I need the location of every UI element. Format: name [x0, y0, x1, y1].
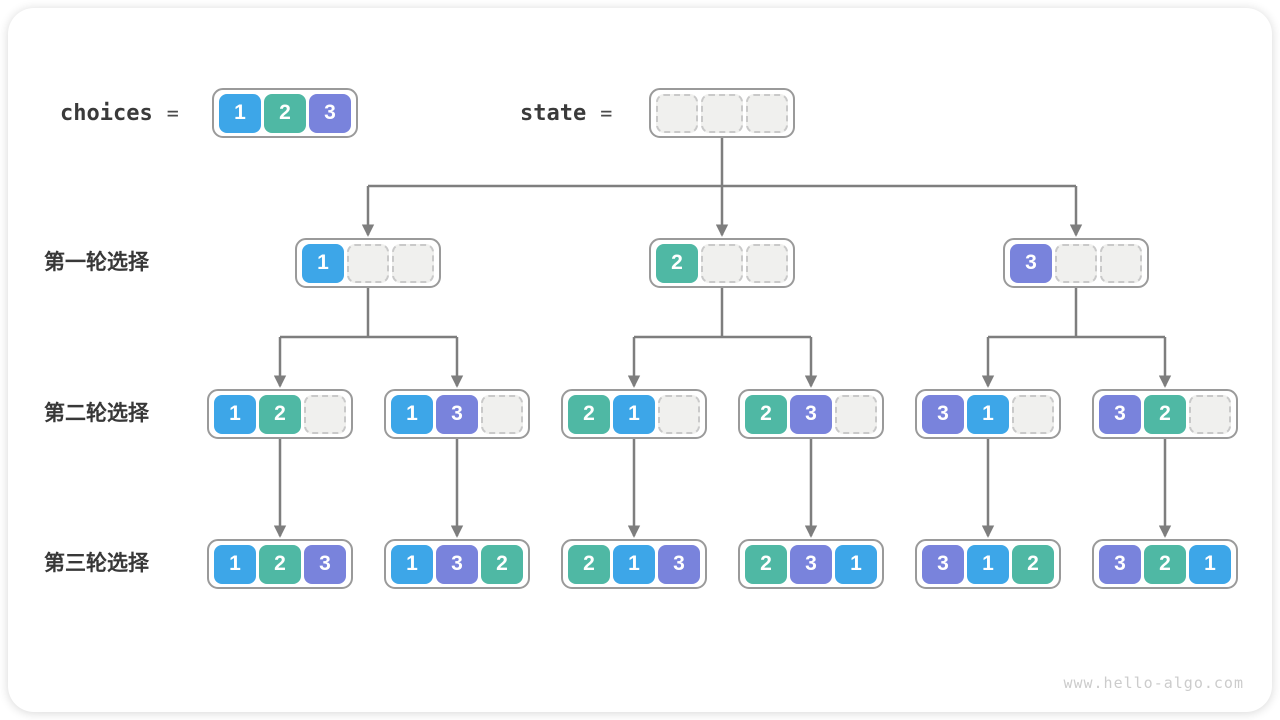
cell-value-2: 2 — [481, 544, 523, 584]
cell-value-1: 1 — [391, 394, 433, 434]
choices-label-group: choices = — [60, 99, 179, 127]
cell-value-2: 2 — [259, 544, 301, 584]
equals-sign: = — [166, 101, 179, 125]
row-label-round-2: 第二轮选择 — [44, 402, 149, 425]
cell-value-1: 1 — [967, 394, 1009, 434]
cell-value-3: 3 — [1099, 544, 1141, 584]
cell-value-3: 3 — [436, 544, 478, 584]
cell-empty — [701, 243, 743, 283]
cell-empty — [304, 394, 346, 434]
watermark: www.hello-algo.com — [1063, 674, 1244, 692]
cell-empty — [1012, 394, 1054, 434]
cell-value-2: 2 — [1144, 394, 1186, 434]
cell-value-1: 1 — [214, 394, 256, 434]
tree-connectors — [273, 138, 1172, 538]
cell-value-2: 2 — [568, 544, 610, 584]
cell-empty — [1055, 243, 1097, 283]
cell-value-2: 2 — [264, 93, 306, 133]
cell-empty — [835, 394, 877, 434]
equals-sign: = — [600, 101, 613, 125]
cell-value-3: 3 — [658, 544, 700, 584]
cell-empty — [347, 243, 389, 283]
cell-value-3: 3 — [304, 544, 346, 584]
cell-value-3: 3 — [922, 394, 964, 434]
choices-label: choices — [60, 100, 153, 126]
state-label-group: state = — [520, 99, 612, 127]
cell-value-2: 2 — [259, 394, 301, 434]
cell-value-1: 1 — [1189, 544, 1231, 584]
cell-empty — [656, 93, 698, 133]
cell-empty — [392, 243, 434, 283]
cell-value-2: 2 — [1012, 544, 1054, 584]
tree-node-round1-2: 2 — [649, 238, 795, 288]
cell-value-2: 2 — [745, 394, 787, 434]
cell-value-1: 1 — [214, 544, 256, 584]
cell-empty — [701, 93, 743, 133]
state-label: state — [520, 100, 587, 126]
cell-value-3: 3 — [790, 544, 832, 584]
cell-value-3: 3 — [1099, 394, 1141, 434]
cell-value-1: 1 — [967, 544, 1009, 584]
cell-value-3: 3 — [436, 394, 478, 434]
cell-value-1: 1 — [613, 544, 655, 584]
cell-value-1: 1 — [302, 243, 344, 283]
cell-value-3: 3 — [1010, 243, 1052, 283]
cell-value-1: 1 — [219, 93, 261, 133]
cell-value-3: 3 — [922, 544, 964, 584]
state-box — [649, 88, 795, 138]
tree-node-round1-1: 1 — [295, 238, 441, 288]
row-label-round-1: 第一轮选择 — [44, 251, 149, 274]
cell-empty — [746, 243, 788, 283]
cell-empty — [746, 93, 788, 133]
cell-value-1: 1 — [391, 544, 433, 584]
cell-empty — [1100, 243, 1142, 283]
cell-value-1: 1 — [835, 544, 877, 584]
cell-value-1: 1 — [613, 394, 655, 434]
cell-empty — [658, 394, 700, 434]
cell-value-2: 2 — [656, 243, 698, 283]
cell-value-2: 2 — [568, 394, 610, 434]
row-label-round-3: 第三轮选择 — [44, 552, 149, 575]
cell-value-3: 3 — [790, 394, 832, 434]
cell-value-2: 2 — [745, 544, 787, 584]
cell-empty — [1189, 394, 1231, 434]
tree-node-round1-3: 3 — [1003, 238, 1149, 288]
cell-value-2: 2 — [1144, 544, 1186, 584]
cell-value-3: 3 — [309, 93, 351, 133]
cell-empty — [481, 394, 523, 434]
